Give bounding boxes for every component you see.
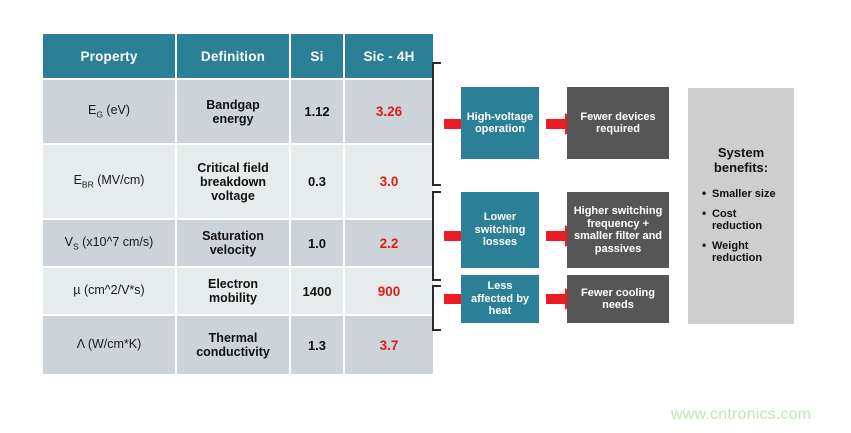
cell-property: µ (cm^2/V*s) <box>41 267 177 315</box>
arrow-shaft <box>546 119 567 129</box>
property-symbol: Λ (W/cm*K) <box>76 336 142 351</box>
column-header-property: Property <box>41 34 177 79</box>
list-item: Smaller size <box>702 187 788 201</box>
cell-si: 1400 <box>289 267 345 315</box>
bracket-connector-1 <box>432 62 441 186</box>
property-unit: (x10^7 cm/s) <box>78 234 154 249</box>
arrow-shaft <box>546 231 567 241</box>
arrow-shaft <box>444 119 465 129</box>
cell-si: 1.3 <box>289 315 345 375</box>
property-symbol: V <box>64 234 74 249</box>
cell-si: 1.0 <box>289 219 345 267</box>
bracket-connector-3 <box>432 285 441 331</box>
cell-property: VS (x10^7 cm/s) <box>41 219 177 267</box>
arrow-shaft <box>546 294 567 304</box>
column-header-si: Si <box>289 34 345 79</box>
comparison-table: Property Definition Si Sic - 4H EG (eV) … <box>41 34 435 376</box>
cell-sic: 900 <box>343 267 435 315</box>
cell-sic: 3.0 <box>343 144 435 219</box>
property-unit: (eV) <box>102 103 131 118</box>
cell-property: Λ (W/cm*K) <box>41 315 177 375</box>
property-subscript: S <box>73 241 79 252</box>
watermark-text: www.cntronics.com <box>671 406 812 423</box>
arrow-shaft <box>444 294 465 304</box>
table-header: Property Definition Si Sic - 4H <box>41 34 435 79</box>
property-symbol: E <box>87 103 97 118</box>
cell-property: EBR (MV/cm) <box>41 144 177 219</box>
cell-sic: 3.7 <box>343 315 435 375</box>
property-unit: (MV/cm) <box>93 173 145 188</box>
cell-si: 0.3 <box>289 144 345 219</box>
property-subscript: G <box>96 109 103 120</box>
cell-si: 1.12 <box>289 79 345 144</box>
cell-sic: 3.26 <box>343 79 435 144</box>
bracket-connector-2 <box>432 191 441 281</box>
column-header-definition: Definition <box>175 34 291 79</box>
cell-property: EG (eV) <box>41 79 177 144</box>
property-symbol: µ (cm^2/V*s) <box>73 282 145 297</box>
table-header-row: Property Definition Si Sic - 4H <box>41 34 435 79</box>
property-symbol: E <box>73 173 82 188</box>
property-subscript: BR <box>81 179 94 190</box>
cell-sic: 2.2 <box>343 219 435 267</box>
column-header-sic4h: Sic - 4H <box>343 34 435 79</box>
arrow-shaft <box>444 231 465 241</box>
